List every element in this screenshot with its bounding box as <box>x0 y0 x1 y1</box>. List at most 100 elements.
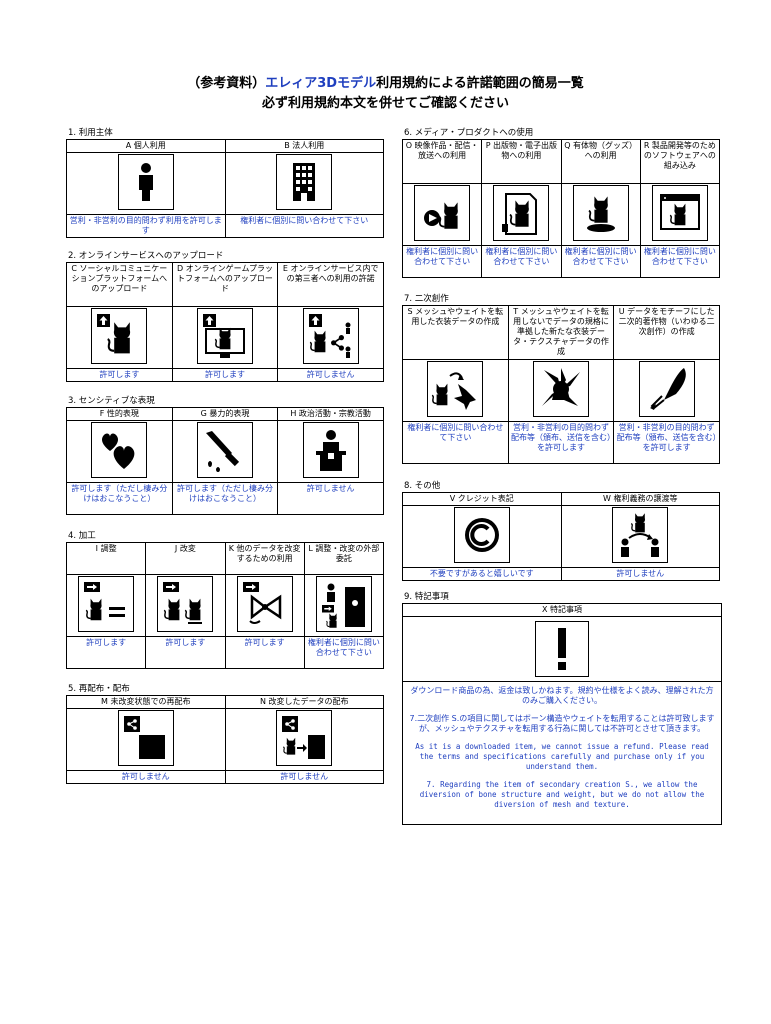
transfer-rights-icon <box>612 507 669 563</box>
other-table: V クレジット表記 W 権利義務の譲渡等 不要ですがあると嬉しいです 許可しませ… <box>402 492 720 581</box>
cell-answer: 許可します <box>171 368 279 382</box>
cell-answer: 権利者に個別に問い合わせて下さい <box>303 636 385 669</box>
video-cat-icon <box>414 185 471 241</box>
cell-answer: 営利・非営利の目的問わず利用を許可します <box>66 214 226 238</box>
cell-answer: 権利者に個別に問い合わせて下さい <box>224 214 384 238</box>
cell-answer: 権利者に個別に問い合わせて下さい <box>481 245 562 278</box>
page-title: （参考資料）エレィア3Dモデル利用規約による許諾範囲の簡易一覧 <box>0 72 771 91</box>
cell-answer: 許可しません <box>66 770 226 784</box>
note-en-secondary: 7. Regarding the item of secondary creat… <box>419 780 705 809</box>
online-upload-table: C ソーシャルコミュニケーションプラットフォームへのアップロード D オンライン… <box>66 262 384 382</box>
cell-head: O 映像作品・配信・放送への利用 <box>401 139 483 184</box>
person-icon <box>117 154 174 210</box>
cell-head: P 出版物・電子出版物への利用 <box>481 139 562 184</box>
redistribution-table: M 未改変状態での再配布 N 改変したデータの配布 許可しません 許可しません <box>66 695 384 784</box>
share-cat-icon <box>117 710 174 766</box>
upload-share-icon <box>302 308 359 364</box>
cell-head: V クレジット表記 <box>402 492 562 506</box>
section-label: 3. センシティブな表現 <box>68 396 155 406</box>
cell-head: K 他のデータを改変するための利用 <box>224 542 305 575</box>
usage-table: A 個人利用 B 法人利用 営利・非営利の目的問わず利用を許可します 権利者に個… <box>66 139 384 238</box>
cell-head: H 政治活動・宗教活動 <box>277 407 384 421</box>
cell-head: W 権利義務の譲渡等 <box>560 492 720 506</box>
cell-answer: 権利者に個別に問い合わせて下さい <box>402 421 509 464</box>
note-jp-refund: ダウンロード商品の為、返金は致しかねます。規約や仕様をよく読み、理解された方のみ… <box>410 686 714 705</box>
cell-answer: 許可しません <box>277 482 384 515</box>
section-3: 3. センシティブな表現 F 性的表現 G 暴力的表現 H 政治活動・宗教活動 … <box>66 395 384 515</box>
office-building-icon <box>276 154 333 210</box>
section-label: 1. 利用主体 <box>68 128 113 138</box>
title-suffix: 利用規約による許諾範囲の簡易一覧 <box>376 76 584 91</box>
cell-head: A 個人利用 <box>66 139 226 153</box>
note-jp-secondary: 7.二次創作 S.の項目に関してはボーン構造やウェイトを転用することは許可致しま… <box>409 714 715 733</box>
cell-head: C ソーシャルコミュニケーションプラットフォームへのアップロード <box>66 262 173 307</box>
section-label: 7. 二次創作 <box>404 294 449 304</box>
knife-icon <box>196 422 253 478</box>
section-4: 4. 加工 I 調整 J 改変 K 他のデータを改変するための利用 L 調整・改… <box>65 530 385 669</box>
title-prefix: （参考資料） <box>187 76 266 91</box>
share-modified-cat-icon <box>276 710 333 766</box>
cell-answer: 許可します <box>66 368 173 382</box>
pen-icon <box>638 361 695 417</box>
speaker-podium-icon <box>302 422 359 478</box>
title-highlight: エレィア3Dモデル <box>265 76 377 91</box>
upload-cat-monitor-icon <box>196 308 253 364</box>
adjust-cat-icon <box>78 576 135 632</box>
section-label: 4. 加工 <box>68 531 96 541</box>
section-2: 2. オンラインサービスへのアップロード C ソーシャルコミュニケーションプラッ… <box>66 250 384 382</box>
cell-answer: 許可しません <box>224 770 384 784</box>
cell-head: L 調整・改変の外部委託 <box>303 542 385 575</box>
modify-cat-icon <box>157 576 214 632</box>
cell-answer: 権利者に個別に問い合わせて下さい <box>560 245 641 278</box>
cell-answer: 許可します（ただし棲み分けはおこなうこと） <box>171 482 279 515</box>
processing-table: I 調整 J 改変 K 他のデータを改変するための利用 L 調整・改変の外部委託… <box>65 542 385 669</box>
section-label: 2. オンラインサービスへのアップロード <box>68 251 224 261</box>
cell-head: X 特記事項 <box>403 604 721 617</box>
section-6: 6. メディア・プロダクトへの使用 O 映像作品・配信・放送への利用 P 出版物… <box>401 127 721 278</box>
cell-answer: 許可します <box>224 636 305 669</box>
outsource-icon <box>315 576 372 632</box>
cell-head: M 未改変状態での再配布 <box>66 695 226 709</box>
cell-answer: 許可しません <box>560 567 720 581</box>
cell-answer: 不要ですがあると嬉しいです <box>402 567 562 581</box>
cell-head: Q 有体物（グッズ）への利用 <box>560 139 641 184</box>
media-product-table: O 映像作品・配信・放送への利用 P 出版物・電子出版物への利用 Q 有体物（グ… <box>401 139 721 278</box>
mesh-transfer-icon <box>427 361 484 417</box>
cell-head: I 調整 <box>65 542 147 575</box>
section-8: 8. その他 V クレジット表記 W 権利義務の譲渡等 不要ですがあると嬉しいで… <box>402 480 720 581</box>
section-1: 1. 利用主体 A 個人利用 B 法人利用 営利・非営利の目的問わず利用を許可し… <box>66 127 384 238</box>
section-label: 6. メディア・プロダクトへの使用 <box>404 128 534 138</box>
cell-answer: 権利者に個別に問い合わせて下さい <box>401 245 483 278</box>
exclamation-icon <box>535 621 589 677</box>
software-cat-icon <box>651 185 708 241</box>
bow-icon <box>236 576 293 632</box>
cell-head: N 改変したデータの配布 <box>224 695 384 709</box>
page-subtitle: 必ず利用規約本文を併せてご確認ください <box>261 96 509 111</box>
section-label: 5. 再配布・配布 <box>68 684 130 694</box>
secondary-creation-table: S メッシュやウェイトを転用した衣装データの作成 T メッシュやウェイトを転用し… <box>402 305 720 464</box>
hearts-icon <box>91 422 148 478</box>
cell-head: G 暴力的表現 <box>171 407 279 421</box>
cell-head: U データをモチーフにした二次的著作物（いわゆる二次創作）の作成 <box>613 305 720 360</box>
cell-head: R 製品開発等のためのソフトウェアへの組み込み <box>639 139 721 184</box>
cell-head: S メッシュやウェイトを転用した衣装データの作成 <box>402 305 509 360</box>
special-notes-box: X 特記事項 ダウンロード商品の為、返金は致しかねます。規約や仕様をよく読み、理… <box>402 603 722 825</box>
copyright-icon <box>453 507 510 563</box>
new-costume-icon <box>532 361 589 417</box>
cell-answer: 許可します <box>65 636 147 669</box>
cell-head: T メッシュやウェイトを転用しないでデータの規格に準拠した新たな衣装データ・テク… <box>507 305 615 360</box>
cell-answer: 許可します <box>145 636 226 669</box>
special-notes-text: ダウンロード商品の為、返金は致しかねます。規約や仕様をよく読み、理解された方のみ… <box>403 682 721 824</box>
cell-answer: 権利者に個別に問い合わせて下さい <box>639 245 721 278</box>
cell-head: F 性的表現 <box>66 407 173 421</box>
goods-cat-icon <box>572 185 629 241</box>
sensitive-table: F 性的表現 G 暴力的表現 H 政治活動・宗教活動 許可します（ただし棲み分け… <box>66 407 384 515</box>
cell-answer: 営利・非営利の目的問わず配布等（頒布、送信を含む）を許可します <box>613 421 720 464</box>
cell-head: E オンラインサービス内での第三者への利用の許諾 <box>277 262 384 307</box>
upload-cat-icon <box>91 308 148 364</box>
section-label: 8. その他 <box>404 481 441 491</box>
cell-answer: 許可しません <box>277 368 384 382</box>
cell-head: J 改変 <box>145 542 226 575</box>
cell-head: D オンラインゲームプラットフォームへのアップロード <box>171 262 279 307</box>
publication-cat-icon <box>493 185 550 241</box>
